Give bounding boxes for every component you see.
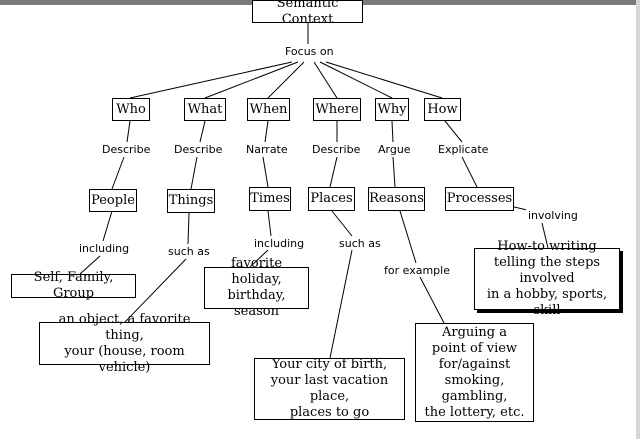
why-example-line: for/against (438, 356, 511, 372)
root-node-box: Semantic Context (252, 0, 363, 27)
category-how-label: How (427, 101, 458, 117)
category-what-label: What (187, 101, 223, 117)
where-example-line: your last vacation place, (270, 373, 389, 404)
category-where-box: Where (313, 98, 361, 121)
focus-label: Focus on (283, 45, 336, 58)
why-verb-label: Argue (376, 143, 413, 156)
who-noun-label: People (91, 192, 135, 208)
what-example-line: an object, a favorite thing, (58, 311, 191, 343)
where-example-line: Your city of birth, (271, 357, 388, 372)
when-example-line: birthday, season (227, 288, 286, 319)
category-what-box: What (184, 98, 226, 121)
why-example-line: the lottery, etc. (424, 404, 525, 420)
what-example-line: your (house, room vehicle) (64, 343, 185, 375)
root-node-label: Semantic Context (276, 0, 339, 27)
who-example-box: Self, Family, Group (11, 270, 136, 301)
who-example-line: Self, Family, Group (33, 270, 114, 301)
where-example-box: Your city of birth, your last vacation p… (254, 357, 405, 420)
where-example-line: places to go (289, 405, 370, 420)
who-verb-label: Describe (100, 143, 153, 156)
category-when-box: When (247, 98, 290, 121)
why-noun-label: Reasons (369, 191, 424, 206)
how-example-line: How-to writing (497, 239, 597, 254)
where-noun-box: Places (308, 187, 355, 211)
how-example-box: How-to writing telling the steps involve… (474, 239, 620, 318)
category-when-label: When (249, 101, 288, 117)
why-example-box: Arguing a point of view for/against smok… (415, 323, 534, 422)
category-why-box: Why (375, 98, 409, 121)
how-noun-label: Processes (446, 191, 513, 206)
who-noun-box: People (89, 189, 137, 212)
how-example-line: telling the steps involved (493, 255, 601, 286)
when-noun-box: Times (249, 187, 291, 211)
where-noun-label: Places (310, 191, 353, 206)
how-example-line: in a hobby, sports, skill (486, 287, 608, 318)
category-where-label: Where (315, 101, 359, 117)
why-example-line: Arguing a (441, 324, 508, 340)
how-noun-box: Processes (445, 187, 514, 211)
what-connector-label: such as (166, 245, 212, 258)
what-verb-label: Describe (172, 143, 225, 156)
why-example-line: smoking, gambling, (441, 372, 508, 404)
when-verb-label: Narrate (244, 143, 290, 156)
why-noun-box: Reasons (368, 187, 425, 211)
category-who-box: Who (112, 98, 150, 121)
category-who-label: Who (116, 101, 146, 117)
what-noun-label: Things (168, 193, 214, 208)
why-example-line: point of view (431, 340, 518, 356)
what-example-box: an object, a favorite thing, your (house… (39, 312, 210, 375)
how-connector-label: involving (526, 209, 580, 222)
when-connector-label: including (252, 237, 307, 250)
who-connector-label: including (77, 242, 132, 255)
category-how-box: How (424, 98, 461, 121)
window-right-edge (636, 0, 640, 439)
why-connector-label: for example (382, 264, 452, 277)
where-verb-label: Describe (310, 143, 363, 156)
when-noun-label: Times (250, 191, 290, 206)
when-example-box: favorite holiday, birthday, season (204, 256, 309, 319)
what-noun-box: Things (167, 189, 215, 213)
when-example-line: favorite holiday, (230, 256, 283, 287)
how-verb-label: Explicate (436, 143, 491, 156)
where-connector-label: such as (337, 237, 383, 250)
category-why-label: Why (377, 101, 407, 117)
